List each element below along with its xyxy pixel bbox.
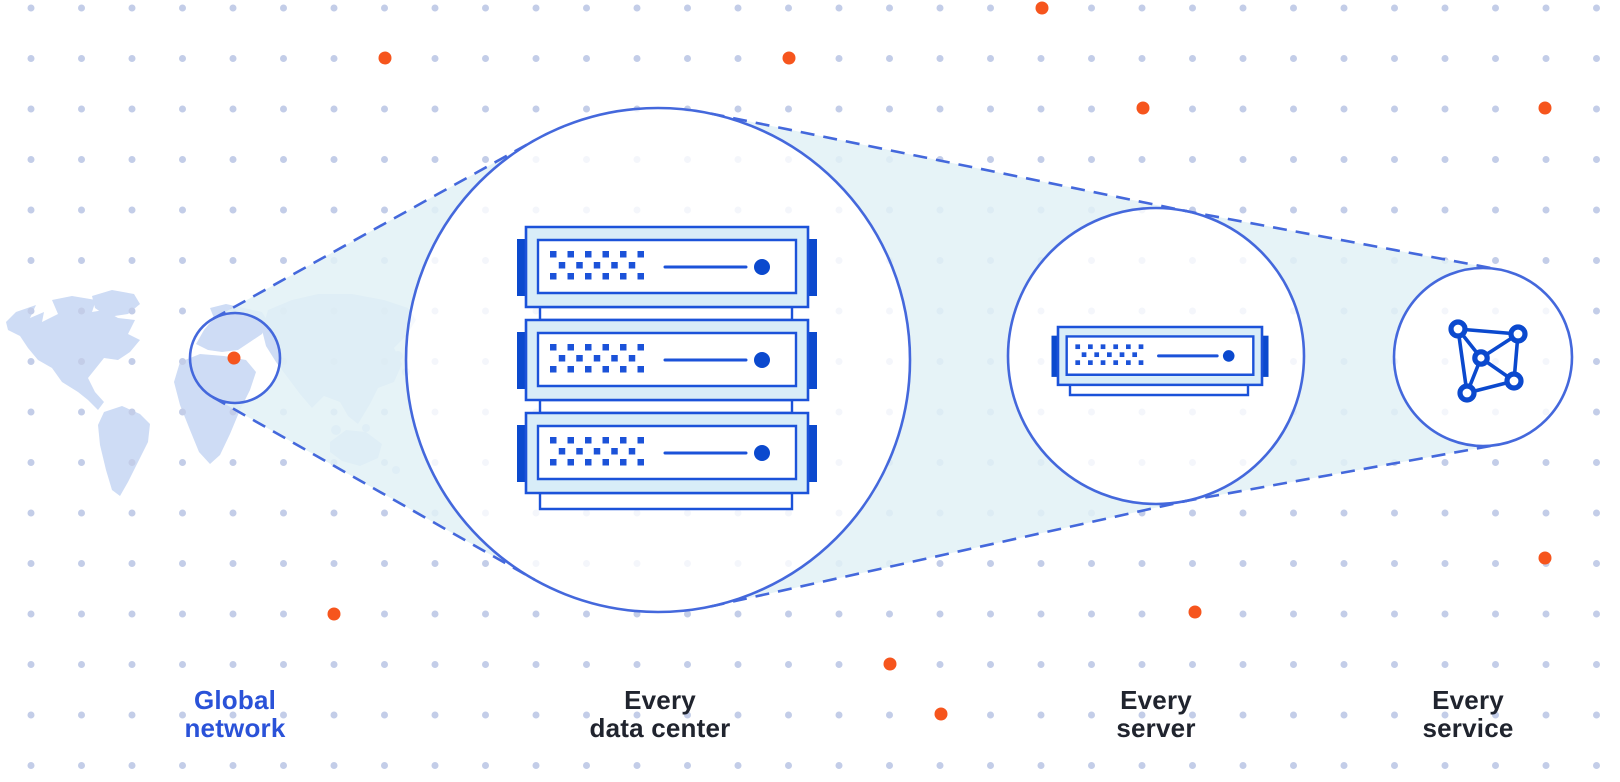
orange-accent-dot (1136, 101, 1150, 115)
beam-server-to-service (1182, 210, 1499, 502)
server-rack-stack-icon (515, 225, 819, 509)
label-line: network (184, 713, 286, 744)
orange-accent-dot (1538, 101, 1552, 115)
orange-accent-dot (1035, 1, 1049, 15)
label-global-network: Global network (115, 686, 355, 742)
label-line: service (1422, 713, 1514, 744)
orange-accent-dot (1188, 605, 1202, 619)
orange-accent-dots (227, 1, 1552, 721)
server-unit-icon (1050, 325, 1270, 395)
zoom-dashed-lines (212, 112, 1500, 608)
label-line: server (1116, 713, 1196, 744)
label-every-service: Every service (1348, 686, 1588, 742)
orange-accent-dot (227, 351, 241, 365)
orange-accent-dot (378, 51, 392, 65)
orange-accent-dot (883, 657, 897, 671)
label-every-server: Every server (1036, 686, 1276, 742)
label-line: Every (624, 685, 696, 715)
network-graph-icon (1448, 319, 1528, 403)
orange-accent-dot (1538, 551, 1552, 565)
label-line: Every (1120, 685, 1192, 715)
label-line: Every (1432, 685, 1504, 715)
label-every-data-center: Every data center (540, 686, 780, 742)
orange-accent-dot (934, 707, 948, 721)
label-line: data center (589, 713, 731, 744)
map-zoom-circle (188, 311, 282, 405)
label-line: Global (193, 685, 277, 715)
beam-map-to-datacenter (213, 140, 535, 580)
orange-accent-dot (782, 51, 796, 65)
orange-accent-dot (327, 607, 341, 621)
